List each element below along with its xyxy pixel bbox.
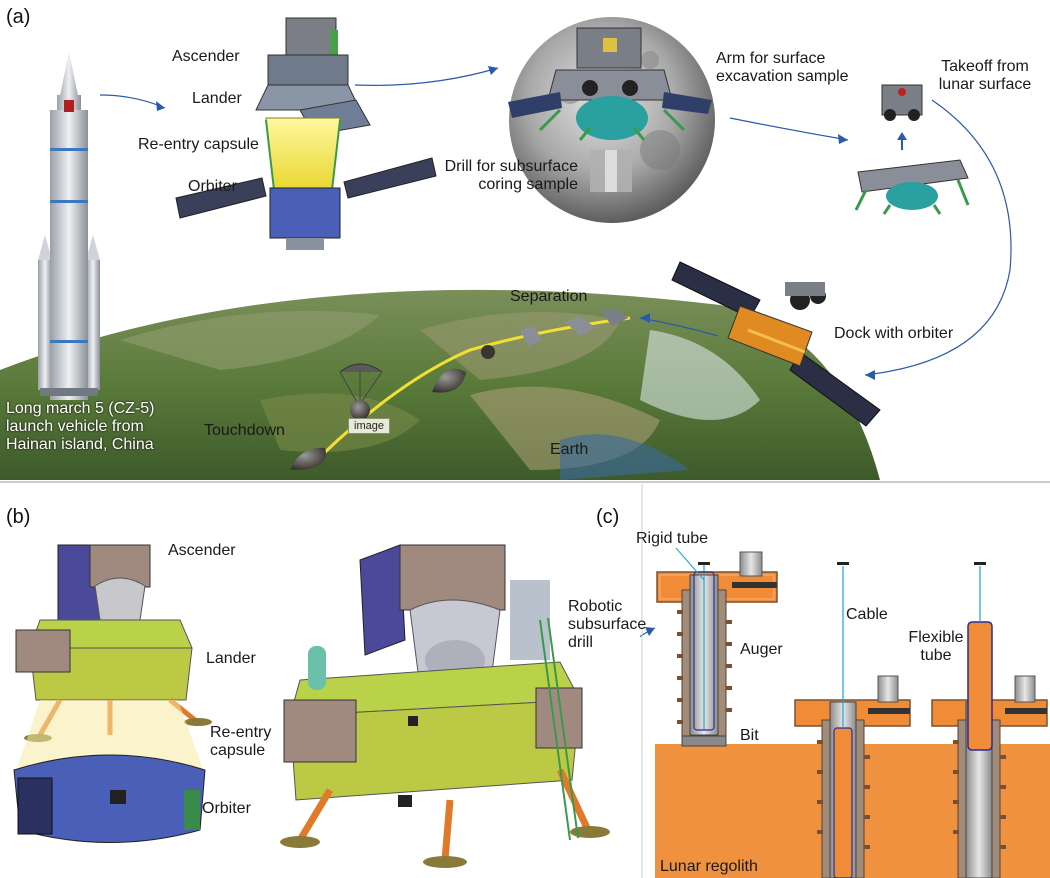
lander-b-illustration xyxy=(280,544,610,868)
label-auger: Auger xyxy=(740,641,783,658)
docking-orbiter-illustration xyxy=(671,261,881,427)
label-drill-a: Drill for subsurface coring sample xyxy=(444,158,578,193)
label-separation: Separation xyxy=(510,288,588,305)
panel-letter-c: (c) xyxy=(596,506,620,528)
label-regolith: Lunar regolith xyxy=(660,858,758,875)
panel-letter-b: (b) xyxy=(6,506,31,528)
label-bit: Bit xyxy=(740,727,759,744)
label-orbiter-b: Orbiter xyxy=(202,800,251,817)
label-rigid-tube: Rigid tube xyxy=(636,530,709,547)
image-tag: image xyxy=(348,418,390,434)
panel-letter-a: (a) xyxy=(6,6,31,28)
rocket-illustration xyxy=(38,52,100,400)
label-lander-b: Lander xyxy=(206,650,256,667)
label-earth: Earth xyxy=(550,441,589,458)
label-drill-b: Robotic subsurface drill xyxy=(568,598,647,651)
takeoff-illustration xyxy=(854,84,970,215)
label-launch: Long march 5 (CZ-5) launch vehicle from … xyxy=(6,400,155,453)
panel-c-illustration xyxy=(655,547,1050,878)
label-dock: Dock with orbiter xyxy=(834,325,954,342)
label-reentry-b: Re-entry capsule xyxy=(210,724,272,759)
label-flexible-tube: Flexible tube xyxy=(908,629,964,664)
label-touchdown: Touchdown xyxy=(204,422,285,439)
lander-stack-b-illustration xyxy=(13,544,212,843)
label-lander-a: Lander xyxy=(192,90,242,107)
label-ascender-a: Ascender xyxy=(172,48,240,65)
label-takeoff: Takeoff from lunar surface xyxy=(938,58,1032,93)
label-orbiter-a: Orbiter xyxy=(188,178,237,195)
moon-illustration xyxy=(508,17,715,223)
return-trajectory xyxy=(290,308,631,470)
probe-stack-illustration xyxy=(175,17,437,250)
label-reentry-a: Re-entry capsule xyxy=(138,136,259,153)
label-arm: Arm for surface excavation sample xyxy=(716,50,849,85)
label-ascender-b: Ascender xyxy=(168,542,236,559)
label-cable: Cable xyxy=(846,606,888,623)
